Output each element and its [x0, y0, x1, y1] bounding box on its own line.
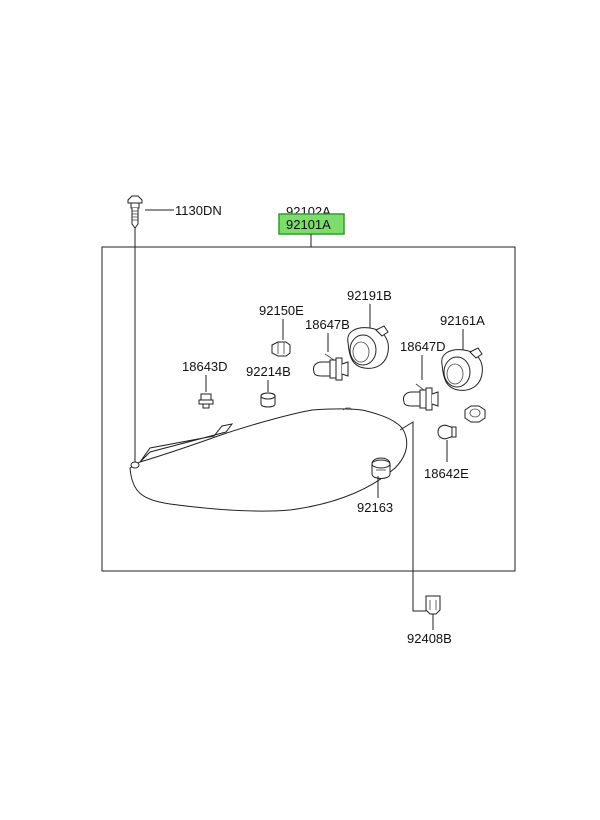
label-92161A[interactable]: 92161A: [440, 313, 485, 328]
label-92150E[interactable]: 92150E: [259, 303, 304, 318]
label-18647D[interactable]: 18647D: [400, 339, 446, 354]
label-18643D[interactable]: 18643D: [182, 359, 228, 374]
headlamp-housing[interactable]: [129, 407, 408, 512]
cap-92214B[interactable]: [260, 392, 276, 408]
assembly-frame: [101, 246, 516, 572]
leader-92408B: [399, 421, 426, 612]
label-18642E[interactable]: 18642E: [424, 466, 469, 481]
socket-ring-92191B[interactable]: [347, 325, 389, 369]
bulb-18642E[interactable]: [437, 424, 457, 440]
label-92163[interactable]: 92163: [357, 500, 393, 515]
label-92214B[interactable]: 92214B: [246, 364, 291, 379]
label-92408B[interactable]: 92408B: [407, 631, 452, 646]
socket-92150E[interactable]: [271, 341, 291, 357]
screw-1130DN[interactable]: [127, 195, 143, 229]
label-1130DN[interactable]: 1130DN: [175, 203, 222, 218]
socket-18642E[interactable]: [464, 405, 486, 423]
label-18647B[interactable]: 18647B: [305, 317, 350, 332]
socket-92163[interactable]: [371, 457, 391, 479]
clip-92408B[interactable]: [425, 595, 441, 615]
label-92191B[interactable]: 92191B: [347, 288, 392, 303]
label-92101A[interactable]: 92101A: [286, 217, 331, 232]
bulb-18647B[interactable]: [313, 353, 349, 381]
bulb-18643D[interactable]: [198, 393, 214, 409]
bulb-18647D[interactable]: [403, 383, 439, 411]
socket-ring-92161A[interactable]: [441, 347, 483, 391]
